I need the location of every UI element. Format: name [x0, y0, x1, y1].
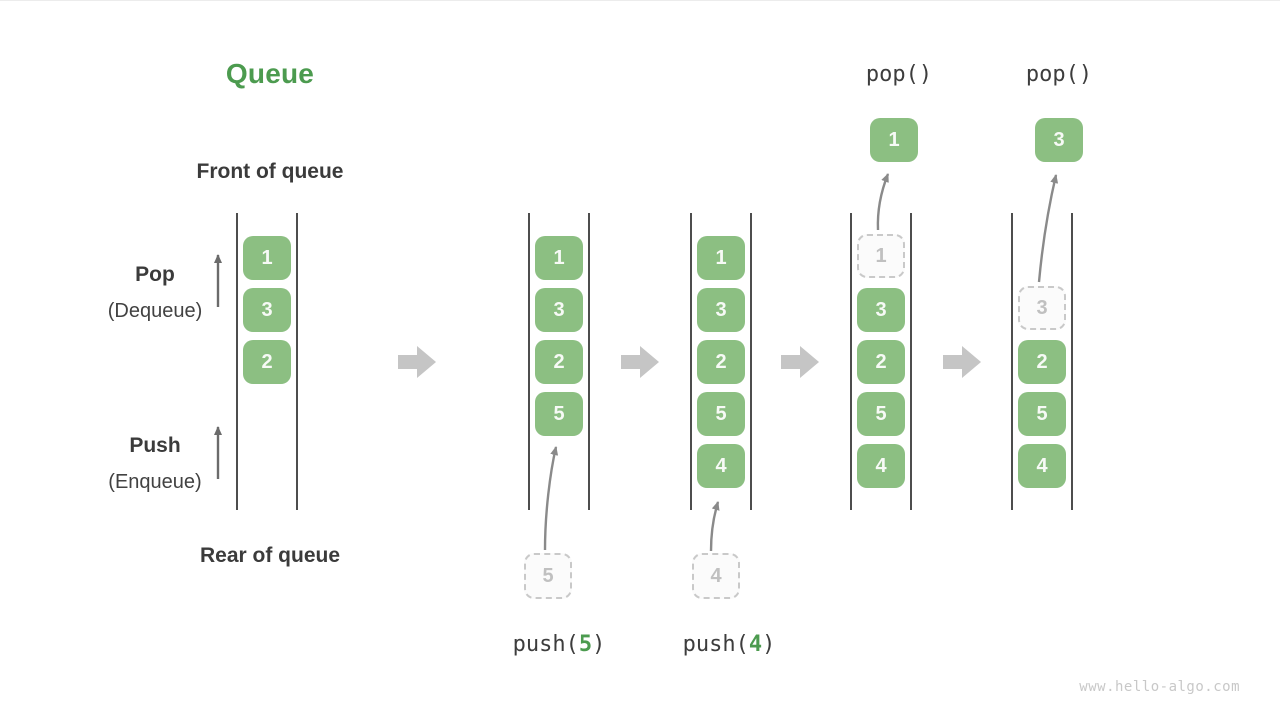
push4-operation-label: push(4)	[649, 632, 809, 657]
rear-of-queue-label: Rear of queue	[199, 544, 341, 567]
push5-arg: 5	[578, 632, 593, 657]
push4-close: )	[762, 632, 776, 657]
queue-element: 1	[243, 236, 291, 280]
queue-element: 5	[535, 392, 583, 436]
queue-element: 3	[697, 288, 745, 332]
diagram-title: Queue	[225, 58, 315, 89]
queue-element: 3	[535, 288, 583, 332]
queue-rail	[1071, 213, 1073, 510]
watermark: www.hello-algo.com	[1079, 679, 1240, 695]
queue-element: 3	[857, 288, 905, 332]
staged-push-value-box: 5	[524, 553, 572, 599]
queue-element: 3	[243, 288, 291, 332]
enqueue-label: (Enqueue)	[108, 471, 202, 493]
queue-state-3: 1 3 2 5 4	[690, 213, 752, 510]
staged-push-value-box: 4	[692, 553, 740, 599]
push5-close: )	[592, 632, 606, 657]
queue-state-4: 1 3 2 5 4	[850, 213, 912, 510]
pop-label: Pop	[135, 263, 175, 286]
queue-element: 2	[857, 340, 905, 384]
queue-element: 1	[697, 236, 745, 280]
queue-element-removed: 3	[1018, 286, 1066, 330]
step-arrow-1-icon	[398, 346, 436, 378]
queue-element: 4	[857, 444, 905, 488]
queue-state-5: 3 2 5 4	[1011, 213, 1073, 510]
popped-value-box: 3	[1035, 118, 1083, 162]
dequeue-label: (Dequeue)	[107, 300, 203, 322]
queue-element: 2	[697, 340, 745, 384]
queue-element: 2	[243, 340, 291, 384]
queue-rail	[690, 213, 692, 510]
queue-element: 2	[1018, 340, 1066, 384]
push4-fn: push(	[682, 632, 749, 657]
queue-rail	[750, 213, 752, 510]
queue-rail	[910, 213, 912, 510]
queue-element: 5	[857, 392, 905, 436]
queue-rail	[850, 213, 852, 510]
step-arrow-4-icon	[943, 346, 981, 378]
step-arrow-2-icon	[621, 346, 659, 378]
queue-element: 4	[1018, 444, 1066, 488]
queue-rail	[528, 213, 530, 510]
queue-state-2: 1 3 2 5	[528, 213, 590, 510]
front-of-queue-label: Front of queue	[196, 160, 344, 183]
step-arrow-3-icon	[781, 346, 819, 378]
popped-value-box: 1	[870, 118, 918, 162]
queue-element: 1	[535, 236, 583, 280]
queue-element-removed: 1	[857, 234, 905, 278]
queue-rail	[588, 213, 590, 510]
queue-rail	[296, 213, 298, 510]
queue-rail	[1011, 213, 1013, 510]
pop1-operation-label: pop()	[865, 62, 933, 87]
push-label: Push	[129, 434, 181, 457]
queue-element: 5	[697, 392, 745, 436]
queue-element: 5	[1018, 392, 1066, 436]
queue-rail	[236, 213, 238, 510]
pop2-operation-label: pop()	[1025, 62, 1093, 87]
queue-element: 2	[535, 340, 583, 384]
queue-state-1: 1 3 2	[236, 213, 298, 510]
queue-element: 4	[697, 444, 745, 488]
push4-arg: 4	[748, 632, 763, 657]
push5-operation-label: push(5)	[479, 632, 639, 657]
push5-fn: push(	[512, 632, 579, 657]
